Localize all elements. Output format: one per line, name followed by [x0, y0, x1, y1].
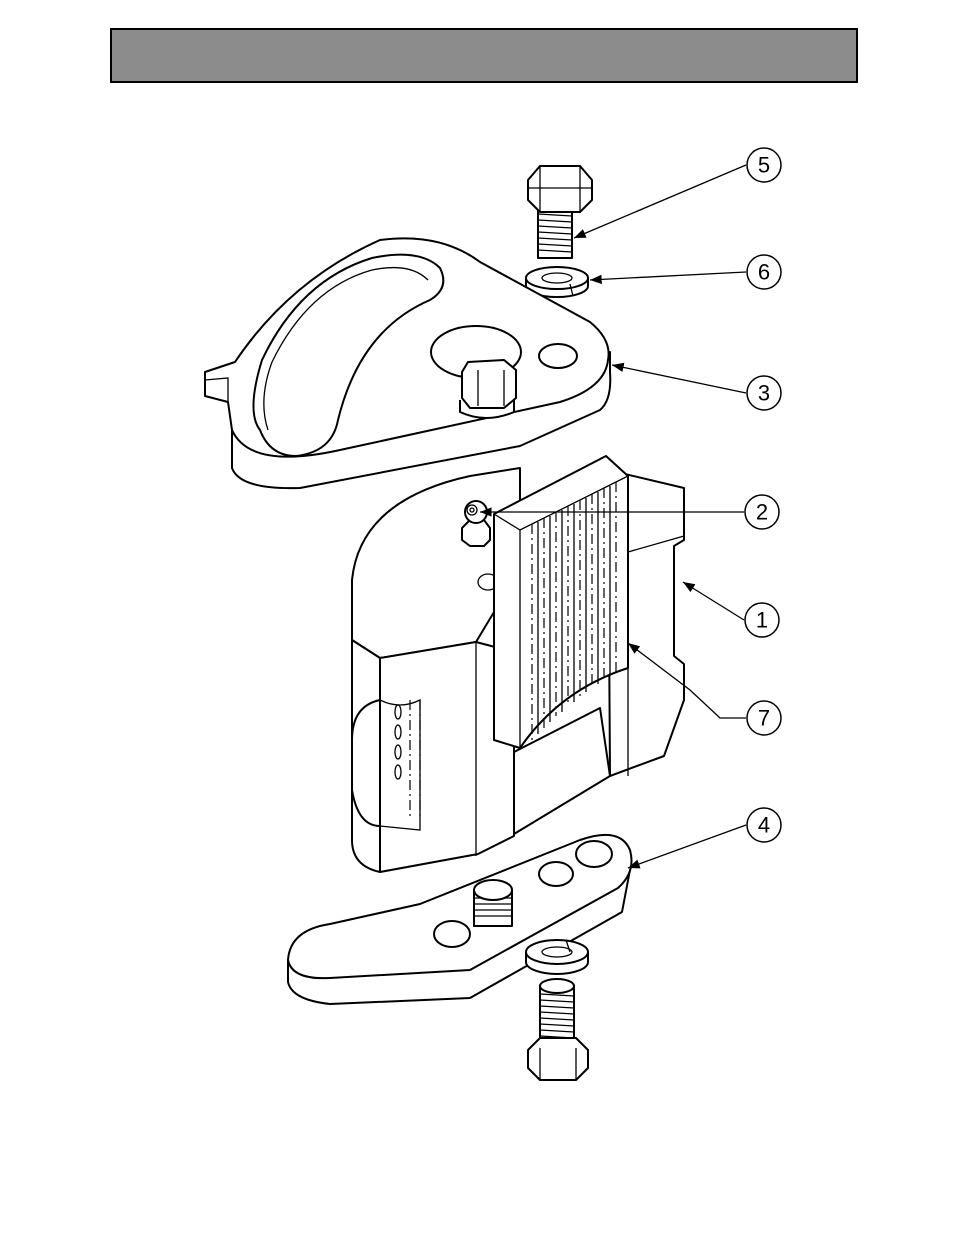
leader-line-1: [683, 582, 744, 620]
callout-label-2: 2: [756, 500, 768, 525]
callout-label-7: 7: [758, 706, 770, 731]
callout-label-4: 4: [758, 813, 770, 838]
grease-fitting-part: [462, 501, 490, 546]
leader-line-3: [612, 365, 746, 393]
callout-4: 4: [628, 808, 781, 868]
bottom-plate-part: [288, 835, 632, 1004]
leader-line-4: [628, 825, 746, 868]
callout-label-1: 1: [756, 608, 768, 633]
bottom-bolt-part: [528, 979, 588, 1080]
callout-5: 5: [574, 148, 781, 238]
callout-1: 1: [683, 582, 779, 637]
callout-label-3: 3: [758, 381, 770, 406]
callout-label-5: 5: [758, 153, 770, 178]
top-bolt-part: [528, 166, 592, 258]
callout-6: 6: [590, 255, 781, 289]
callout-label-6: 6: [758, 260, 770, 285]
leader-line-6: [590, 272, 746, 280]
leader-line-5: [574, 165, 746, 238]
bottom-lock-washer-part: [526, 940, 588, 974]
callout-3: 3: [612, 365, 781, 410]
